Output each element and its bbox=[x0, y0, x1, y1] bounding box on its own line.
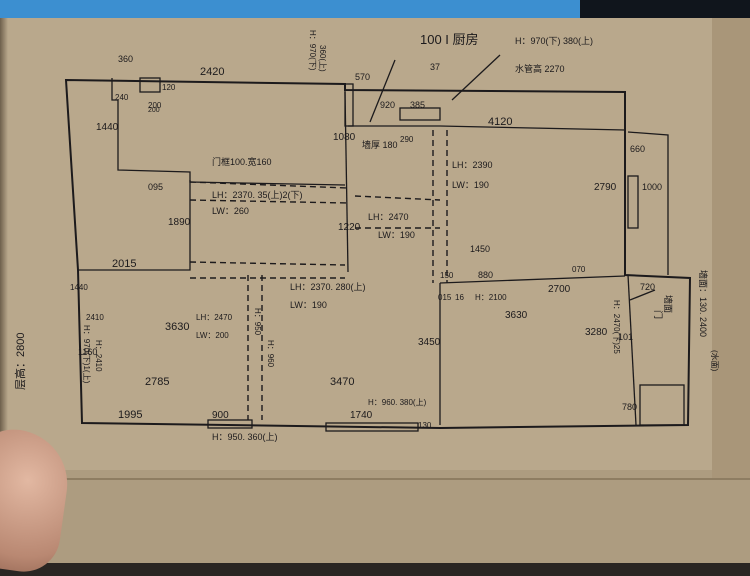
plan-title: 100 I 厨房 bbox=[420, 32, 479, 47]
dim-mid-left: 1890 bbox=[168, 217, 191, 228]
dim-right-edge1: 660 bbox=[630, 144, 645, 154]
beam-dash-3 bbox=[354, 195, 441, 201]
beam-5-w: LW：200 bbox=[196, 331, 229, 340]
arrow-2 bbox=[451, 54, 501, 101]
dim-notch-r: 120 bbox=[162, 83, 176, 92]
page-right-margin bbox=[712, 18, 750, 478]
note-right-tag: 墙面 bbox=[663, 295, 674, 313]
dim-notch-sq: 240 bbox=[115, 93, 129, 102]
dim-notch-w: 200 bbox=[148, 101, 162, 110]
dim-door2: 570 bbox=[355, 72, 370, 82]
page-edge bbox=[60, 478, 750, 480]
dim-left-edge2: 1440 bbox=[70, 283, 88, 292]
arrow-3 bbox=[629, 289, 656, 301]
note-left-vert: H：970(下)1(上) bbox=[82, 325, 91, 384]
window-bottom-left bbox=[207, 419, 253, 429]
dim-w-b1: 015 bbox=[438, 293, 452, 302]
beam-2-w: LW：190 bbox=[378, 230, 415, 240]
dim-right-h2: 3450 bbox=[418, 337, 441, 348]
note-window-bottom: H：950. 360(上) bbox=[212, 432, 278, 442]
note-right-vert1: H：2470(下)25 bbox=[612, 300, 621, 354]
note-window-center: H：960. 380(上) bbox=[368, 398, 427, 407]
note-right-vert3: H：960 bbox=[266, 340, 275, 368]
beam-dash-4 bbox=[189, 261, 346, 266]
notebook-lower-page bbox=[0, 470, 750, 563]
dim-w-b5: 070 bbox=[572, 265, 586, 274]
dim-left-room-h: 3630 bbox=[165, 321, 189, 333]
floor-plan-sketch: 2420 4120 1440 200 240 120 360 1890 095 … bbox=[13, 30, 720, 442]
beam-4-w: LW：190 bbox=[290, 300, 327, 310]
beam-1: LH：2370. 35(上)2(下) bbox=[212, 190, 303, 200]
window-bottom-center bbox=[325, 422, 419, 432]
dim-right-room-h: 3280 bbox=[585, 327, 608, 338]
note-right-side: 墙面：130. 2400 bbox=[698, 270, 709, 337]
beam-4: LH：2370. 280(上) bbox=[290, 282, 366, 292]
dim-left-notch: 1440 bbox=[96, 122, 119, 133]
note-door: 门框100.宽160 bbox=[212, 156, 272, 167]
note-right-vert2: H：950 bbox=[253, 308, 262, 336]
dim-right-edge4: 130 bbox=[418, 421, 432, 430]
dim-w-b6: 200 bbox=[148, 107, 160, 114]
dim-right-small4: 1000 bbox=[642, 182, 662, 192]
note-left-vert2: H：2410 bbox=[94, 340, 103, 372]
beam-dash-1 bbox=[189, 181, 349, 189]
dim-left-edge1: 1160 bbox=[78, 347, 97, 357]
dim-left-edge3: 2410 bbox=[86, 313, 104, 322]
dim-right-small2: 880 bbox=[478, 270, 493, 280]
arrow-1 bbox=[369, 59, 396, 123]
note-right-side2: (水面) bbox=[710, 350, 720, 372]
beam-dash-2 bbox=[189, 199, 349, 204]
dim-w-b3: 150 bbox=[440, 271, 454, 280]
window-top-center bbox=[344, 83, 354, 127]
window-bottom-right bbox=[639, 384, 685, 426]
dim-top-right: 4120 bbox=[488, 116, 512, 128]
inner-wall-right-column bbox=[627, 274, 637, 426]
beam-3-w: LW：190 bbox=[452, 180, 489, 190]
note-hole-left: H：970(下) bbox=[308, 30, 317, 71]
dim-bottom-left: 1995 bbox=[118, 409, 142, 421]
inner-wall-left-room bbox=[78, 180, 191, 271]
dim-right-small3: 2790 bbox=[594, 182, 617, 193]
note-hole-left2: 360(上) bbox=[318, 45, 327, 72]
dim-left-room-width: 2015 bbox=[112, 258, 136, 270]
inner-wall-right-top bbox=[439, 275, 626, 284]
dim-right-room-w: 3630 bbox=[505, 310, 528, 321]
inner-wall-top-left bbox=[111, 78, 346, 186]
dim-center-h: 3470 bbox=[330, 376, 354, 388]
dim-right-edge3: 101 bbox=[618, 332, 633, 342]
window-top-right bbox=[399, 107, 441, 121]
dim-w-b4: 290 bbox=[400, 135, 414, 144]
dim-bottom-mid2: 1740 bbox=[350, 410, 373, 421]
dim-notch-v: 360 bbox=[118, 54, 133, 64]
notch-box bbox=[139, 77, 161, 93]
note-water: 水管高 2270 bbox=[515, 63, 565, 74]
dim-mid-left-small: 095 bbox=[148, 182, 163, 192]
note-plaster: 墙厚 180 bbox=[362, 139, 398, 150]
dim-bottom-mid: 900 bbox=[212, 410, 229, 421]
dim-right-edge2: 720 bbox=[640, 282, 655, 292]
beam-3: LH：2390 bbox=[452, 160, 493, 170]
notebook-binding bbox=[0, 18, 8, 563]
beam-5: LH：2470 bbox=[196, 313, 233, 322]
dim-small-37: 37 bbox=[430, 62, 440, 72]
inner-wall-far-right bbox=[627, 131, 669, 275]
dim-door3: 385 bbox=[410, 100, 425, 110]
note-door-right: 门 bbox=[653, 310, 664, 319]
beam-1-w: LW：260 bbox=[212, 206, 249, 216]
dim-right-small1: 2700 bbox=[548, 284, 571, 295]
window-right bbox=[627, 175, 639, 229]
dim-door4: 920 bbox=[380, 100, 395, 110]
note-mid-tag: 1450 bbox=[470, 244, 490, 254]
ceiling-height: 层高：2800 bbox=[13, 333, 27, 390]
dim-w-b2: 16 bbox=[455, 293, 464, 302]
inner-wall-upper-right bbox=[439, 125, 626, 131]
beam-2: LH：2470 bbox=[368, 212, 409, 222]
dim-corr-w: 1220 bbox=[338, 222, 361, 233]
dim-right-edge5: 780 bbox=[622, 402, 637, 412]
dim-top-left: 2420 bbox=[200, 66, 224, 78]
beam-6: H：2100 bbox=[475, 293, 507, 302]
dim-door-w: 1080 bbox=[333, 132, 356, 143]
note-h-top: H：970(下) 380(上) bbox=[515, 36, 593, 46]
dim-left-room-w: 2785 bbox=[145, 376, 169, 388]
